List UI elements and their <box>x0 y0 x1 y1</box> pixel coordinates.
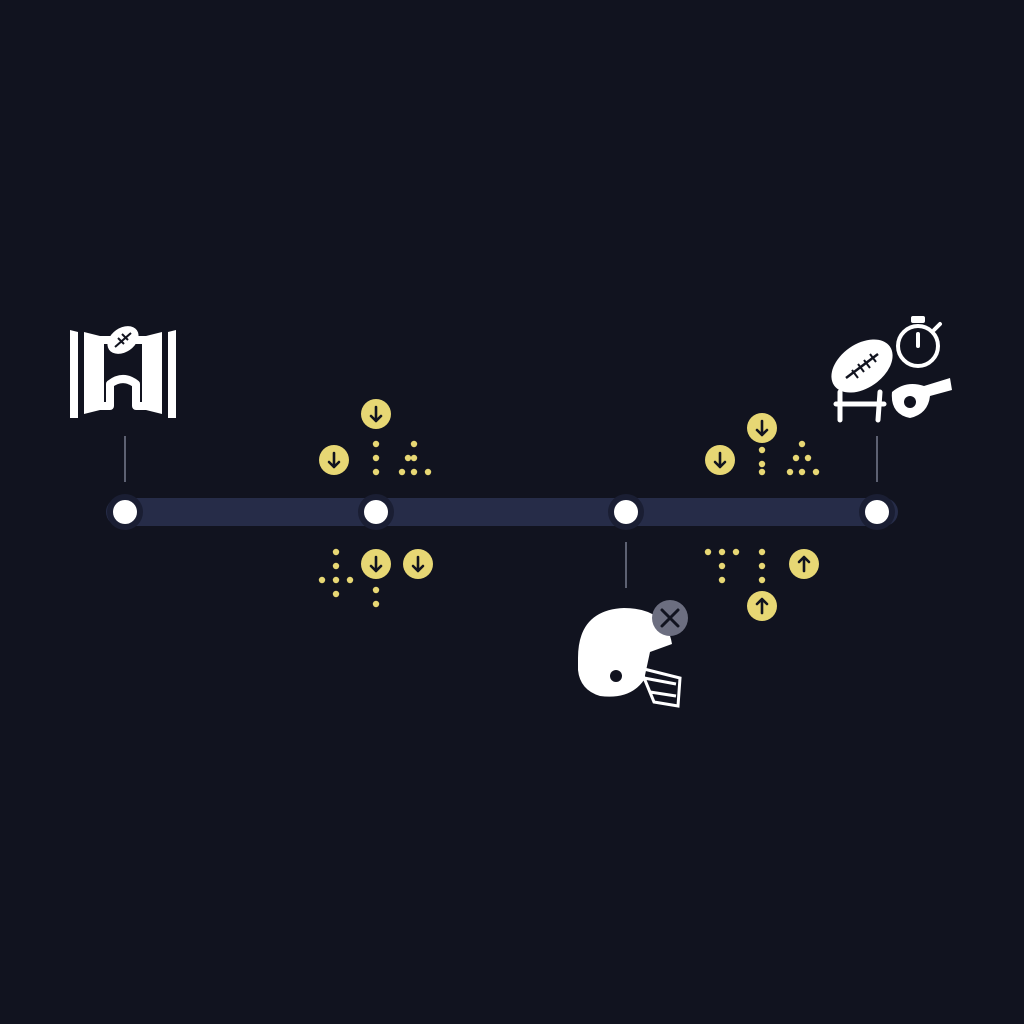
dots-marker <box>398 440 432 476</box>
up-arrow-marker <box>705 445 735 475</box>
helmet-x-icon <box>578 600 688 708</box>
dots-marker <box>372 440 380 476</box>
milestone-node-1[interactable] <box>107 494 143 530</box>
dots-marker <box>786 440 820 476</box>
down-arrow-marker <box>747 591 777 621</box>
stadium-football-icon <box>70 326 176 418</box>
up-arrow-marker <box>361 399 391 429</box>
up-arrow-marker <box>747 413 777 443</box>
timeline-track <box>106 498 898 526</box>
up-arrow-marker <box>361 549 391 579</box>
football-stopwatch-whistle-icon <box>831 316 952 423</box>
milestone-node-4[interactable] <box>859 494 895 530</box>
dots-marker <box>758 548 766 584</box>
down-arrow-marker <box>789 549 819 579</box>
dots-marker <box>318 548 354 598</box>
dots-marker <box>372 586 380 608</box>
milestone-node-3[interactable] <box>608 494 644 530</box>
dots-marker <box>758 446 766 476</box>
up-arrow-marker <box>319 445 349 475</box>
dots-marker <box>704 548 740 584</box>
up-arrow-marker <box>403 549 433 579</box>
milestone-node-2[interactable] <box>358 494 394 530</box>
